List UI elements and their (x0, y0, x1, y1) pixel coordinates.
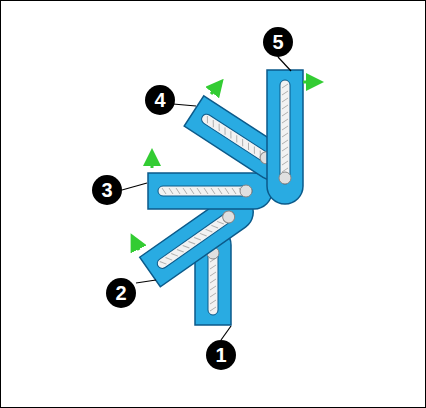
callout-number: 5 (263, 27, 293, 57)
callout-number: 3 (92, 175, 122, 205)
callout-number: 1 (206, 340, 236, 370)
leader-lines (122, 57, 291, 340)
tube-part (267, 70, 303, 204)
motion-arrows (136, 82, 312, 250)
callout-number: 2 (106, 278, 136, 308)
tube-part (148, 173, 272, 209)
callout-number: 4 (145, 85, 175, 115)
